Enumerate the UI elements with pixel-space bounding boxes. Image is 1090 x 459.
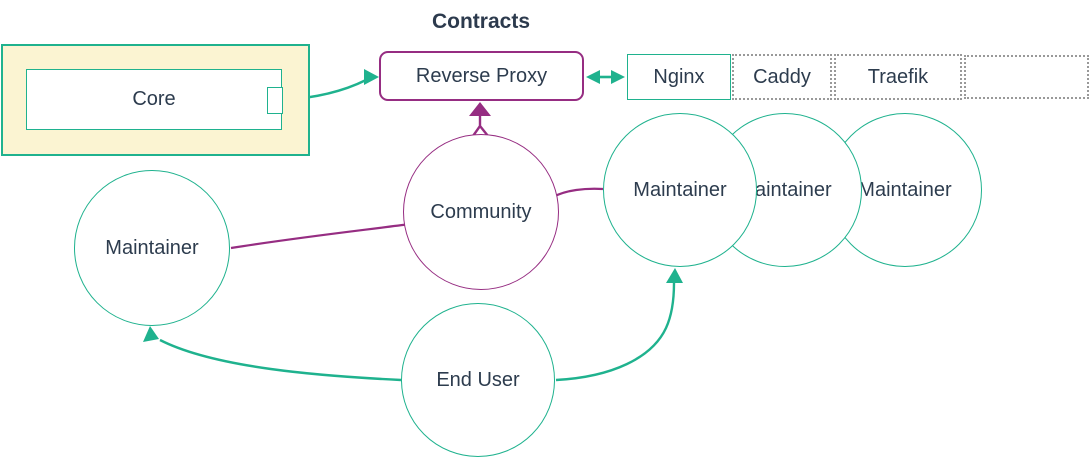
edge-enduser-to-maintainer-right [555,268,683,382]
edge-community-to-maintainer-right [552,187,604,198]
caddy-label: Caddy [753,65,811,88]
diagram-title: Contracts [431,10,531,33]
edge-community-to-maintainer-left [230,222,411,250]
core-node[interactable]: Core [26,69,282,130]
nginx-label: Nginx [653,65,705,88]
community-circle[interactable]: Community [403,134,559,290]
maintainer-right-circle-3[interactable]: Maintainer [828,113,982,267]
core-port [267,87,283,114]
reverse-proxy-label: Reverse Proxy [415,64,548,87]
traefik-label: Traefik [867,65,929,88]
proxy-option-traefik[interactable]: Traefik [834,54,962,100]
edge-reverse-proxy-to-nginx [586,70,625,84]
maintainer-left-circle[interactable]: Maintainer [74,170,230,326]
maintainer-right-circle-1[interactable]: Maintainer [603,113,757,267]
reverse-proxy-node[interactable]: Reverse Proxy [379,51,584,101]
edge-community-to-reverse-proxy [469,102,491,137]
maintainer-right-3-label: Maintainer [858,178,952,201]
proxy-option-caddy[interactable]: Caddy [732,54,832,100]
proxy-option-nginx[interactable]: Nginx [627,54,731,100]
end-user-label: End User [436,368,520,391]
core-label: Core [132,88,176,110]
maintainer-right-1-label: Maintainer [633,178,727,201]
maintainer-left-label: Maintainer [105,236,199,259]
end-user-circle[interactable]: End User [401,303,555,457]
proxy-option-empty[interactable] [964,55,1089,99]
maintainer-right-2-label: Maintainer [738,178,832,201]
edge-enduser-to-maintainer-left [143,326,402,382]
community-label: Community [430,200,532,223]
